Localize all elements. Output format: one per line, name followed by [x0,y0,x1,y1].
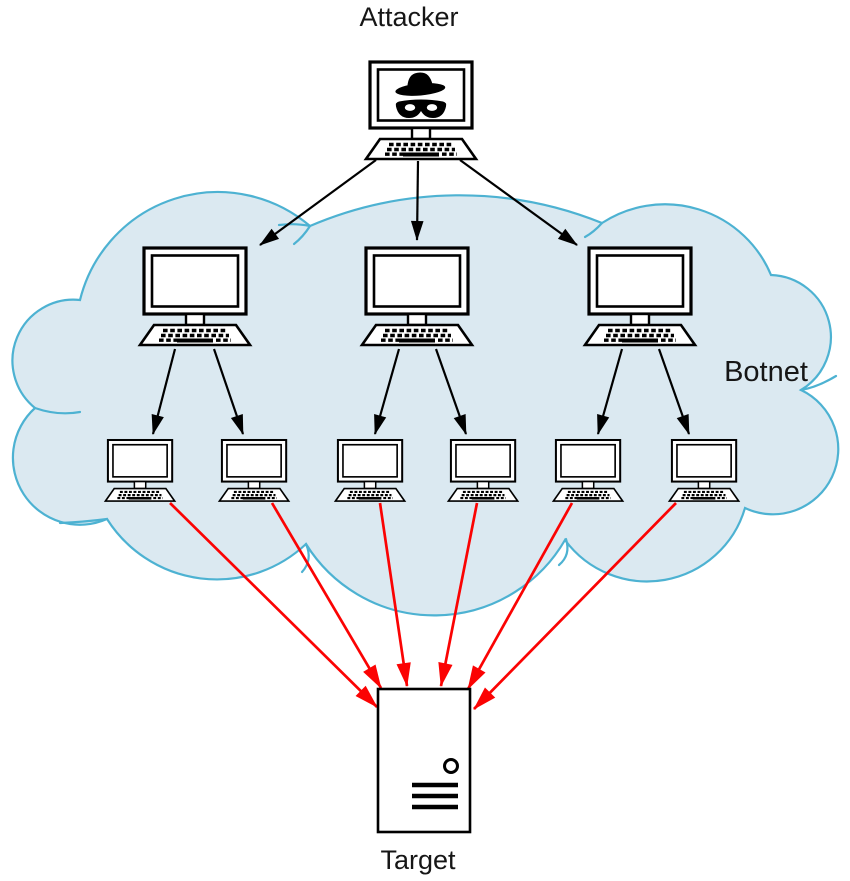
attack-arrow-2 [270,502,383,689]
command-arrow-9 [657,348,691,435]
attack-arrow-1 [169,502,378,708]
command-arrow-3 [459,159,578,246]
command-arrow-2 [410,160,424,241]
cloud-curl [557,537,569,567]
bot-computer-1 [104,438,176,503]
command-arrow-1 [259,159,377,246]
cloud-curl [58,517,109,525]
cloud-curl [277,223,312,228]
botnet-label: Botnet [724,356,808,388]
command-arrow-4 [151,348,177,435]
attacker-computer [364,60,478,161]
cloud-curl [33,406,82,415]
cloud-curl [799,374,838,392]
attacker-label: Attacker [359,2,458,32]
command-arrow-5 [212,348,245,435]
attack-arrow-3 [378,502,411,687]
attack-arrow-5 [466,502,574,690]
command-arrow-6 [373,348,401,435]
handler-computer-3 [583,246,697,347]
bot-computer-3 [334,438,406,503]
handler-computer-1 [138,246,252,347]
bot-computer-6 [668,438,740,503]
target-server [376,687,472,834]
command-arrow-7 [434,348,468,435]
attack-arrow-6 [473,502,677,710]
bot-computer-5 [552,438,624,503]
handler-computer-2 [360,246,474,347]
bot-computer-4 [447,438,519,503]
cloud-curl [583,221,604,239]
server-power-button-icon [443,758,459,774]
cloud-curl [300,542,310,574]
target-label: Target [380,845,456,875]
command-arrow-8 [596,348,624,435]
attack-arrow-4 [438,502,479,687]
bot-computer-2 [218,438,290,503]
cloud-curl [292,224,312,246]
